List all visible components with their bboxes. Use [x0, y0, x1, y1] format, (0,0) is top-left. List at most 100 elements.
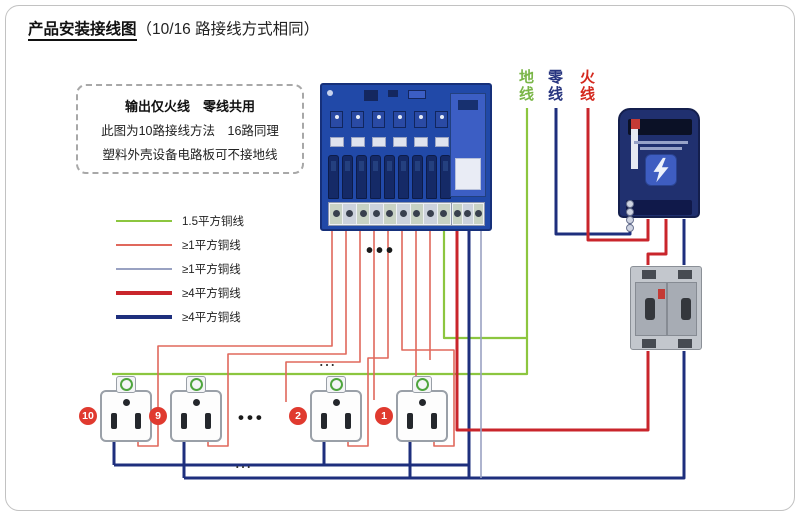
- optocoupler: [330, 137, 344, 147]
- diagram-card: [5, 5, 795, 511]
- display-segment: [631, 139, 638, 149]
- terminal-screw: [626, 200, 634, 208]
- legend-item: ≥1平方铜线: [116, 257, 244, 281]
- small-relay: [435, 111, 448, 128]
- legend-line-swatch: [116, 291, 172, 295]
- legend-item: ≥4平方铜线: [116, 281, 244, 305]
- note-line-2: 此图为10路接线方法 16路同理: [101, 123, 279, 138]
- small-relay-row: [330, 111, 448, 128]
- socket-ground-hole: [122, 399, 130, 406]
- socket-number-badge: 9: [149, 407, 167, 425]
- socket-neutral-hole: [111, 413, 117, 429]
- ellipsis-above-sockets: …: [318, 350, 339, 370]
- relay: [342, 155, 353, 199]
- label-neutral-wire: 零线: [546, 69, 563, 103]
- socket-earth-terminal: [412, 376, 432, 393]
- chip: [408, 90, 426, 99]
- relay: [426, 155, 437, 199]
- breaker-toggle: [645, 298, 655, 320]
- note-line-1: 输出仅火线 零线共用: [124, 98, 255, 114]
- relay: [328, 155, 339, 199]
- ellipsis-below-pcb: •••: [366, 240, 397, 262]
- wire-live-meter-to-breaker: [646, 219, 668, 265]
- optocoupler-row: [330, 137, 449, 147]
- lightning-panel: [645, 154, 677, 186]
- legend-line-swatch: [116, 220, 172, 222]
- legend-label: ≥1平方铜线: [182, 240, 241, 252]
- title-suffix: （10/16 路接线方式相同）: [136, 21, 320, 38]
- breaker-divider: [666, 282, 668, 336]
- legend-label: ≥4平方铜线: [182, 312, 241, 324]
- note-box: 输出仅火线 零线共用 此图为10路接线方法 16路同理 塑料外壳设备电路板可不接…: [76, 84, 304, 174]
- socket-ground-hole: [332, 399, 340, 406]
- label-ground-wire: 地线: [517, 69, 534, 103]
- small-relay: [414, 111, 427, 128]
- input-terminal: [453, 204, 463, 224]
- output-terminal: [343, 204, 356, 224]
- legend-label: ≥4平方铜线: [182, 288, 241, 300]
- socket-9: [170, 376, 222, 442]
- display-segment: [631, 149, 638, 159]
- terminal-screw: [626, 224, 634, 232]
- relay: [370, 155, 381, 199]
- output-terminal: [383, 204, 397, 224]
- small-relay: [372, 111, 385, 128]
- meter-terminal-strip: [626, 200, 692, 232]
- optocoupler: [351, 137, 365, 147]
- wire-legend: 1.5平方铜线 ≥1平方铜线 ≥1平方铜线 ≥4平方铜线 ≥4平方铜线: [116, 209, 244, 329]
- chip: [388, 90, 398, 97]
- output-terminal-strip: [328, 202, 452, 226]
- optocoupler: [372, 137, 386, 147]
- lightning-bolt-icon: [653, 157, 669, 183]
- relay: [384, 155, 395, 199]
- wire-ground-main: [112, 108, 529, 376]
- title-text: 产品安装接线图: [28, 21, 137, 41]
- output-terminal: [424, 204, 437, 224]
- page-title: 产品安装接线图（10/16 路接线方式相同）: [28, 17, 320, 41]
- power-input-terminals: [451, 202, 485, 226]
- legend-item: ≥1平方铜线: [116, 233, 244, 257]
- wire-live-in-to-meter: [586, 108, 650, 242]
- relay-row: [328, 155, 451, 199]
- optocoupler: [393, 137, 407, 147]
- breaker-toggle: [681, 298, 691, 320]
- socket-earth-terminal: [326, 376, 346, 393]
- socket-live-hole: [205, 413, 211, 429]
- input-terminal: [473, 204, 483, 224]
- circuit-breaker: [630, 266, 702, 350]
- socket-live-hole: [431, 413, 437, 429]
- relay: [412, 155, 423, 199]
- display-segment: [631, 119, 640, 129]
- relay: [398, 155, 409, 199]
- pcb-chips: [364, 90, 426, 101]
- wire-ground-pcb-branch: [442, 229, 527, 340]
- legend-line-swatch: [116, 268, 172, 270]
- socket-neutral-hole: [407, 413, 413, 429]
- ellipsis-between-sockets: •••: [238, 408, 265, 427]
- legend-item: 1.5平方铜线: [116, 209, 244, 233]
- optocoupler: [435, 137, 449, 147]
- small-relay: [393, 111, 406, 128]
- breaker-terminal: [642, 339, 656, 348]
- relay: [356, 155, 367, 199]
- output-terminal: [410, 204, 424, 224]
- legend-label: ≥1平方铜线: [182, 264, 241, 276]
- meter-display: [628, 119, 692, 169]
- legend-label: 1.5平方铜线: [182, 216, 244, 228]
- output-terminal: [370, 204, 383, 224]
- wire-output-socket-10: [137, 229, 333, 447]
- terminal-screw: [626, 216, 634, 224]
- optocoupler: [414, 137, 428, 147]
- meter-label-line: [640, 147, 682, 150]
- chip: [364, 90, 378, 101]
- socket-live-hole: [135, 413, 141, 429]
- note-line-3: 塑料外壳设备电路板可不接地线: [102, 147, 278, 162]
- power-module: [450, 93, 486, 197]
- legend-line-swatch: [116, 315, 172, 319]
- socket-ground-hole: [418, 399, 426, 406]
- socket-number-badge: 10: [79, 407, 97, 425]
- socket-number-badge: 2: [289, 407, 307, 425]
- electric-meter: [618, 108, 700, 232]
